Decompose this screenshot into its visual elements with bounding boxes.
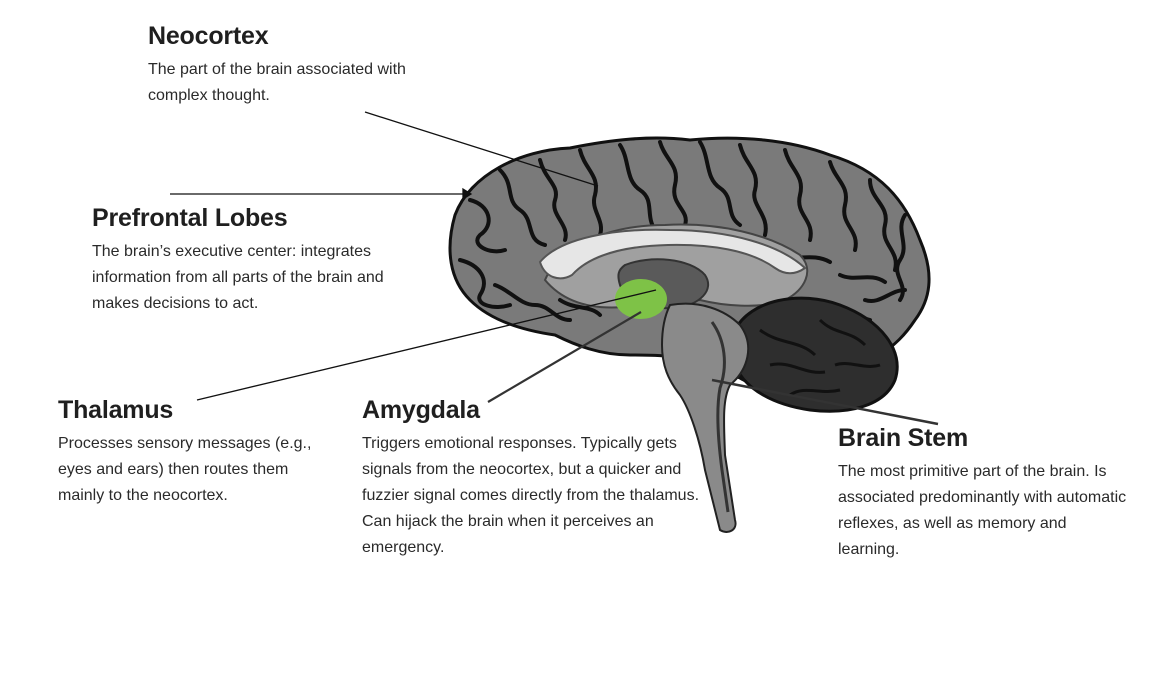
neocortex-title: Neocortex <box>148 22 468 51</box>
amygdala-description: Triggers emotional responses. Typically … <box>362 431 742 561</box>
brainstem-description: The most primitive part of the brain. Is… <box>838 459 1148 563</box>
amygdala-label: Amygdala Triggers emotional responses. T… <box>362 396 742 561</box>
prefrontal-description: The brain’s executive center: integrates… <box>92 239 432 317</box>
thalamus-description: Processes sensory messages (e.g., eyes a… <box>58 431 358 509</box>
amygdala-title: Amygdala <box>362 396 742 425</box>
prefrontal-title: Prefrontal Lobes <box>92 204 432 233</box>
brainstem-title: Brain Stem <box>838 424 1148 453</box>
prefrontal-label: Prefrontal Lobes The brain’s executive c… <box>92 204 432 317</box>
neocortex-label: Neocortex The part of the brain associat… <box>148 22 468 109</box>
thalamus-title: Thalamus <box>58 396 358 425</box>
brainstem-label: Brain Stem The most primitive part of th… <box>838 424 1148 563</box>
thalamus-label: Thalamus Processes sensory messages (e.g… <box>58 396 358 509</box>
neocortex-description: The part of the brain associated with co… <box>148 57 468 109</box>
